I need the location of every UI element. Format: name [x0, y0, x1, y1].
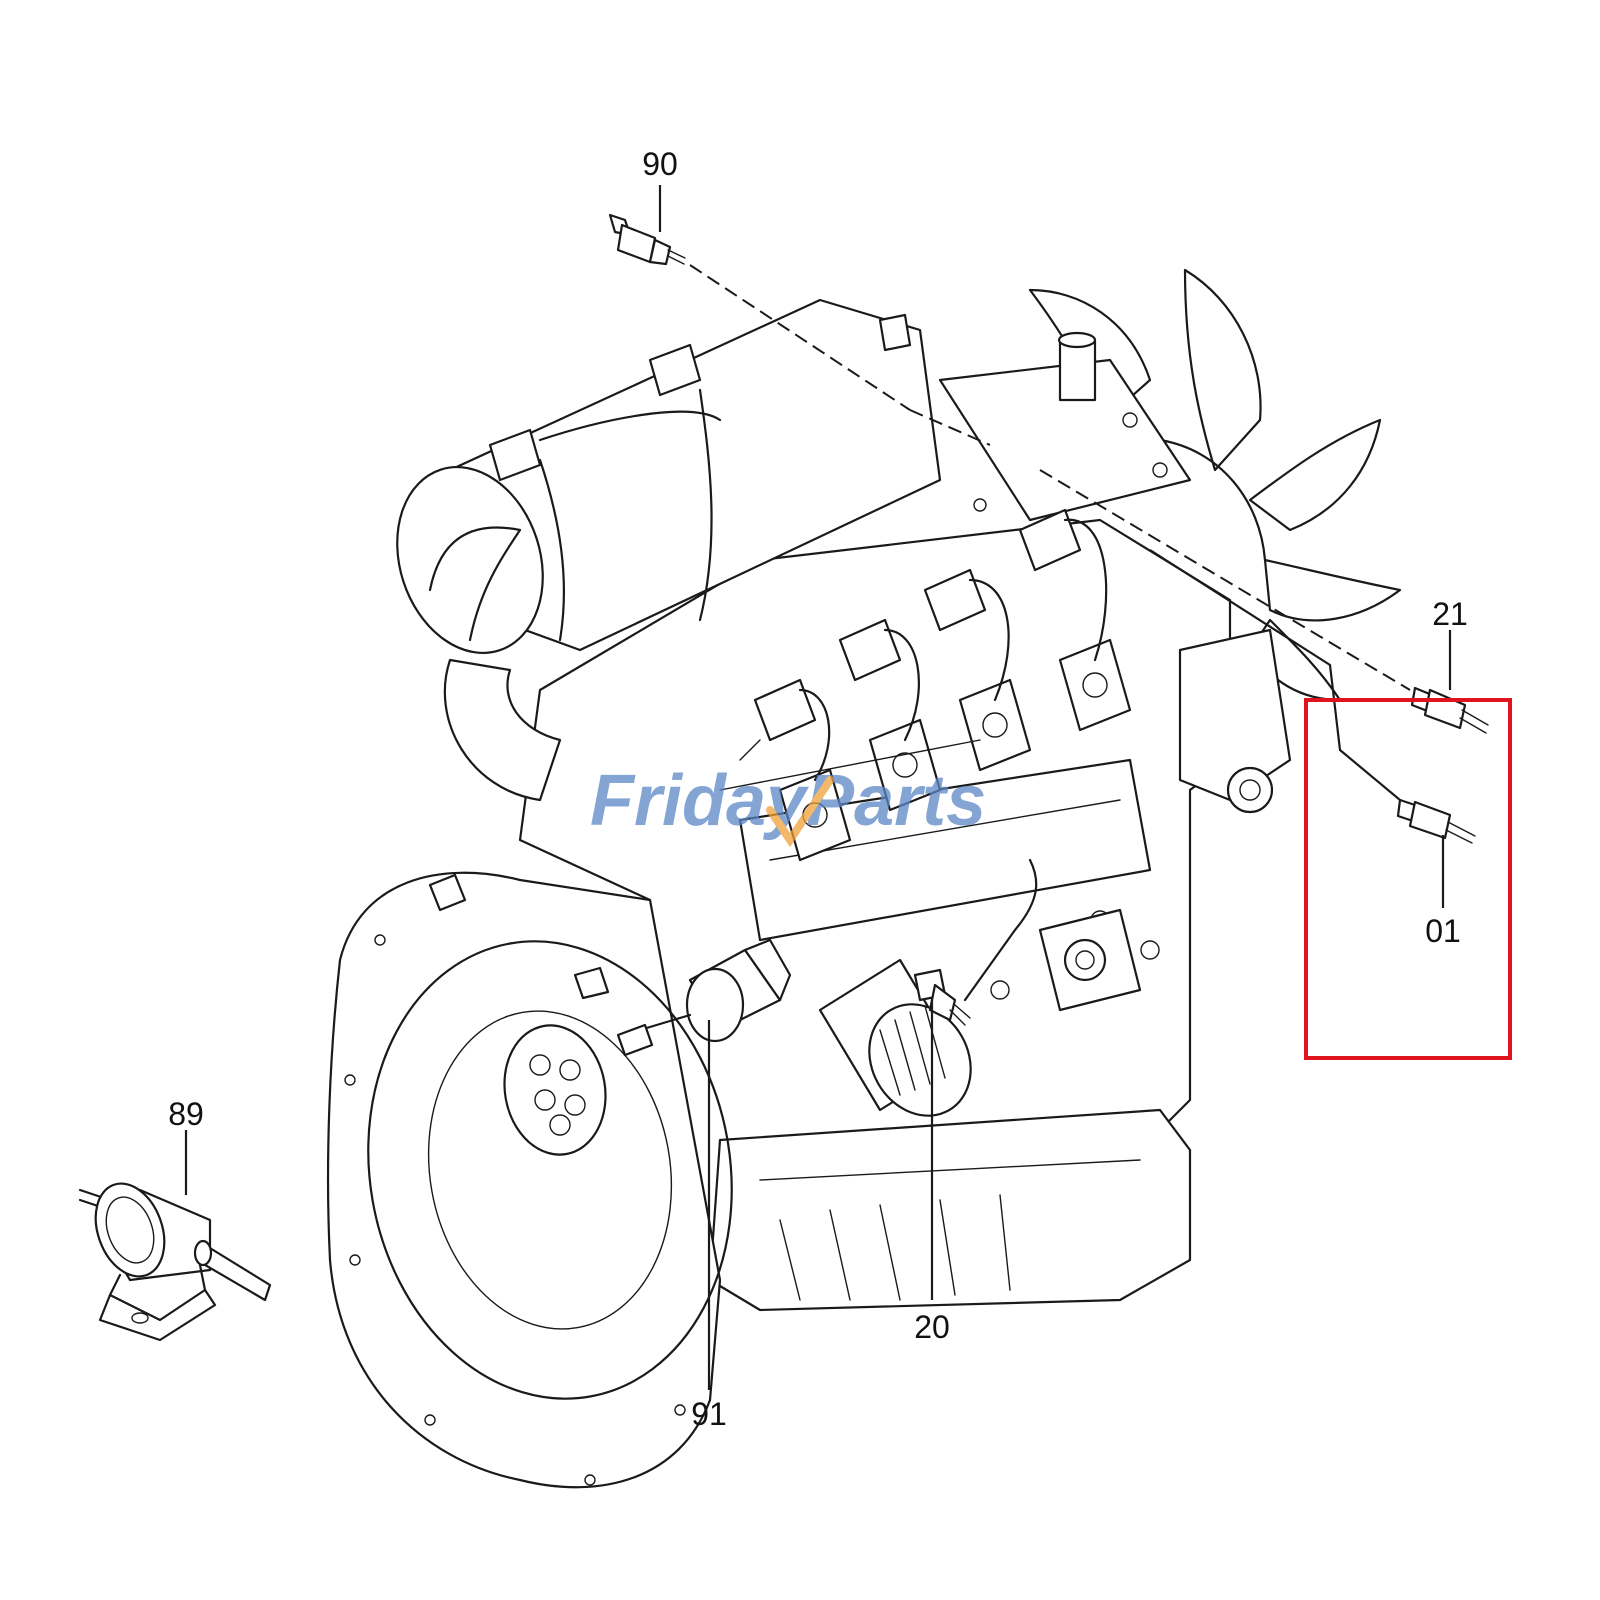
injector-4 — [1018, 508, 1132, 732]
callout-20: 20 — [914, 1309, 950, 1345]
engine-block — [518, 331, 1292, 1312]
watermark-friday: Friday — [590, 761, 810, 841]
part-01-sensor — [1396, 798, 1476, 844]
watermark-parts: Parts — [806, 761, 986, 841]
flywheel-housing — [326, 871, 733, 1489]
watermark-text: FridayParts — [590, 761, 986, 841]
callout-01: 01 — [1425, 913, 1461, 949]
watermark-check-icon — [766, 776, 834, 848]
callout-91: 91 — [691, 1396, 727, 1432]
fuel-injectors — [719, 508, 1132, 862]
part-21-sensor — [1410, 686, 1489, 734]
callout-90: 90 — [642, 146, 678, 182]
highlight-box — [1304, 698, 1512, 1060]
part-89-filter — [78, 1182, 272, 1342]
watermark: FridayParts — [590, 761, 986, 848]
injector-1 — [753, 678, 852, 862]
air-cleaner — [396, 298, 942, 802]
part-91-sensor — [616, 938, 792, 1057]
part-20-sensor — [913, 858, 1038, 1026]
callout-21: 21 — [1432, 596, 1468, 632]
injector-3 — [923, 568, 1032, 772]
part-90-sensor — [608, 213, 686, 266]
injector-2 — [838, 618, 942, 812]
callout-89: 89 — [168, 1096, 204, 1132]
